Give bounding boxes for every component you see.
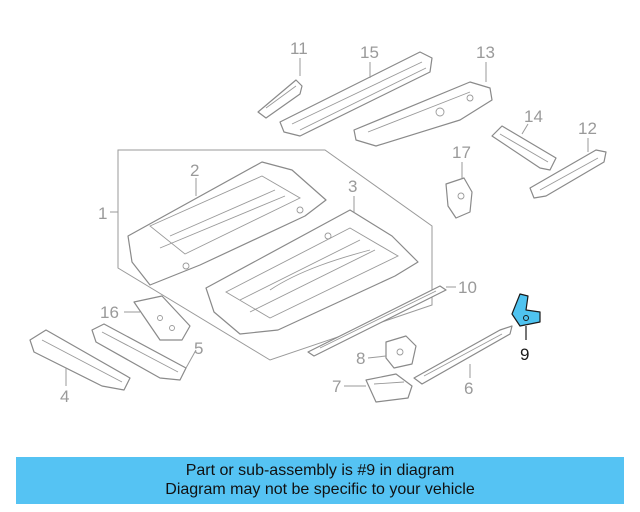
- callout-label-10: 10: [458, 278, 477, 297]
- callout-label-7: 7: [332, 377, 341, 396]
- callout-label-2: 2: [190, 161, 199, 180]
- callout-label-6: 6: [464, 379, 473, 398]
- assembly-outline-1: [117, 149, 433, 361]
- callout-label-14: 14: [524, 107, 543, 126]
- part-5-member: [91, 323, 187, 381]
- part-10-sill-strip: [307, 285, 447, 357]
- part-4-member: [29, 329, 131, 391]
- part-16-plate: [133, 295, 191, 341]
- part-11-bracket: [257, 79, 303, 119]
- callout-label-11: 11: [290, 39, 308, 58]
- part-17-bracket: [445, 177, 473, 219]
- callout-label-12: 12: [578, 119, 597, 138]
- callout-label-4: 4: [60, 387, 69, 406]
- callout-label-16: 16: [100, 303, 119, 322]
- callout-label-8: 8: [356, 349, 365, 368]
- part-13-rail: [353, 81, 493, 147]
- part-2-front-floor-pan: [127, 161, 327, 286]
- part-8-bracket: [385, 335, 417, 369]
- callout-label-17: 17: [452, 143, 471, 162]
- part-14-crossmember: [491, 125, 557, 171]
- caption-line-1: Part or sub-assembly is #9 in diagram: [185, 462, 455, 479]
- callout-label-5: 5: [194, 339, 203, 358]
- leader-14: [521, 123, 529, 135]
- leader-8: [367, 355, 387, 359]
- callout-label-1: 1: [98, 204, 107, 223]
- part-15-rail: [279, 51, 433, 137]
- parts-diagram: 1 2 3 4 5 6 7 8 9 10 11 12 13 14 15 16 1…: [29, 39, 607, 406]
- caption-banner: Part or sub-assembly is #9 in diagram Di…: [16, 457, 624, 504]
- callout-label-3: 3: [348, 177, 357, 196]
- part-9-bracket-highlighted: [511, 293, 541, 327]
- part-12-crossmember: [529, 149, 607, 199]
- caption-line-2: Diagram may not be specific to your vehi…: [165, 481, 475, 498]
- callout-label-15: 15: [360, 43, 379, 62]
- callout-label-13: 13: [476, 43, 495, 62]
- part-3-rear-floor-pan: [205, 209, 419, 335]
- callout-label-9: 9: [520, 345, 529, 364]
- part-6-rocker: [413, 325, 513, 385]
- part-7-bracket: [365, 373, 413, 403]
- leader-5: [185, 349, 197, 369]
